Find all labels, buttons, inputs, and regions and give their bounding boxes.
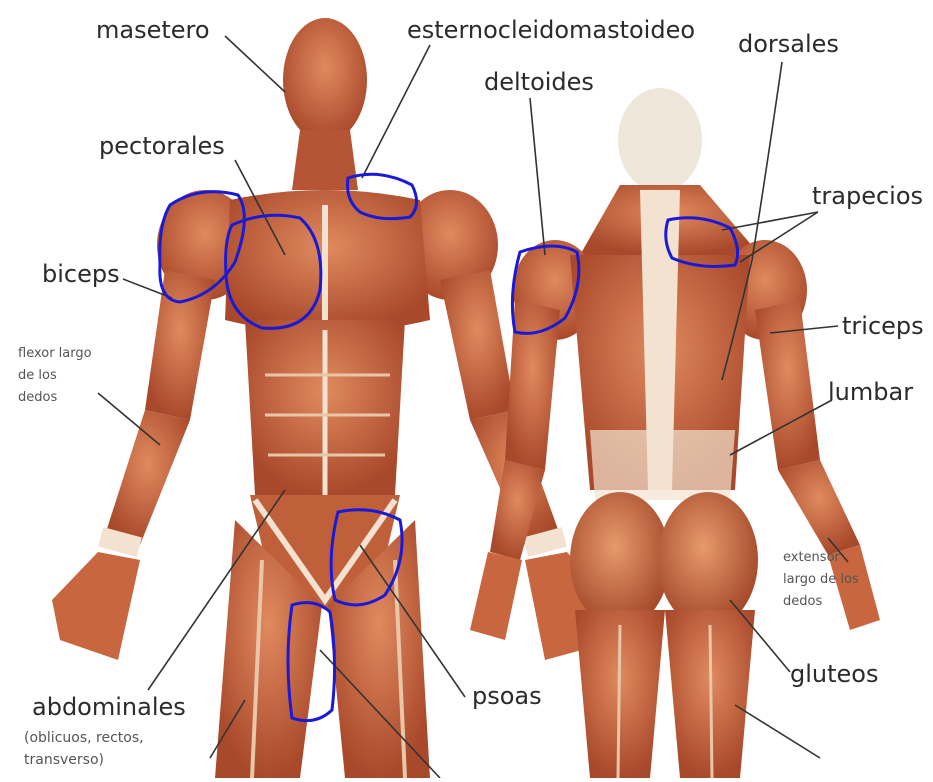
leader-esternocleidomastoideo <box>362 45 430 178</box>
label-dorsales: dorsales <box>738 30 839 58</box>
label-masetero: masetero <box>96 16 210 44</box>
label-abdominales: abdominales <box>32 693 186 721</box>
label-trapecios: trapecios <box>812 182 923 210</box>
label-psoas: psoas <box>472 682 542 710</box>
front-forearm-left <box>105 410 190 545</box>
back-hand-left <box>470 552 522 640</box>
label-pectorales: pectorales <box>99 132 225 160</box>
leader-deltoides <box>530 98 545 255</box>
back-head <box>618 88 702 192</box>
label-abdominales-detail-line1: (oblicuos, rectos, <box>24 728 144 748</box>
back-forearm-right <box>778 460 860 555</box>
front-hand-left <box>52 552 140 660</box>
label-abdominales-detail-line2: transverso) <box>24 750 104 770</box>
leader-bottom-right <box>735 705 820 758</box>
label-lumbar: lumbar <box>828 378 913 406</box>
label-deltoides: deltoides <box>484 68 594 96</box>
label-gluteos: gluteos <box>790 660 878 688</box>
front-upper-arm-right <box>440 270 515 420</box>
label-esternocleidomastoideo: esternocleidomastoideo <box>407 16 695 44</box>
label-extensor-line3: dedos <box>783 592 822 612</box>
back-upper-arm-right <box>755 300 820 470</box>
label-extensor-line1: extensor <box>783 548 840 568</box>
label-biceps: biceps <box>42 260 120 288</box>
label-extensor-line2: largo de los <box>783 570 859 590</box>
back-glute-left <box>570 492 670 628</box>
label-flexor-line3: dedos <box>18 388 57 408</box>
back-glute-right <box>658 492 758 628</box>
leader-masetero <box>225 36 285 92</box>
label-triceps: triceps <box>842 312 924 340</box>
label-flexor-line1: flexor largo <box>18 344 92 364</box>
front-head <box>283 18 367 142</box>
label-flexor-line2: de los <box>18 366 57 386</box>
